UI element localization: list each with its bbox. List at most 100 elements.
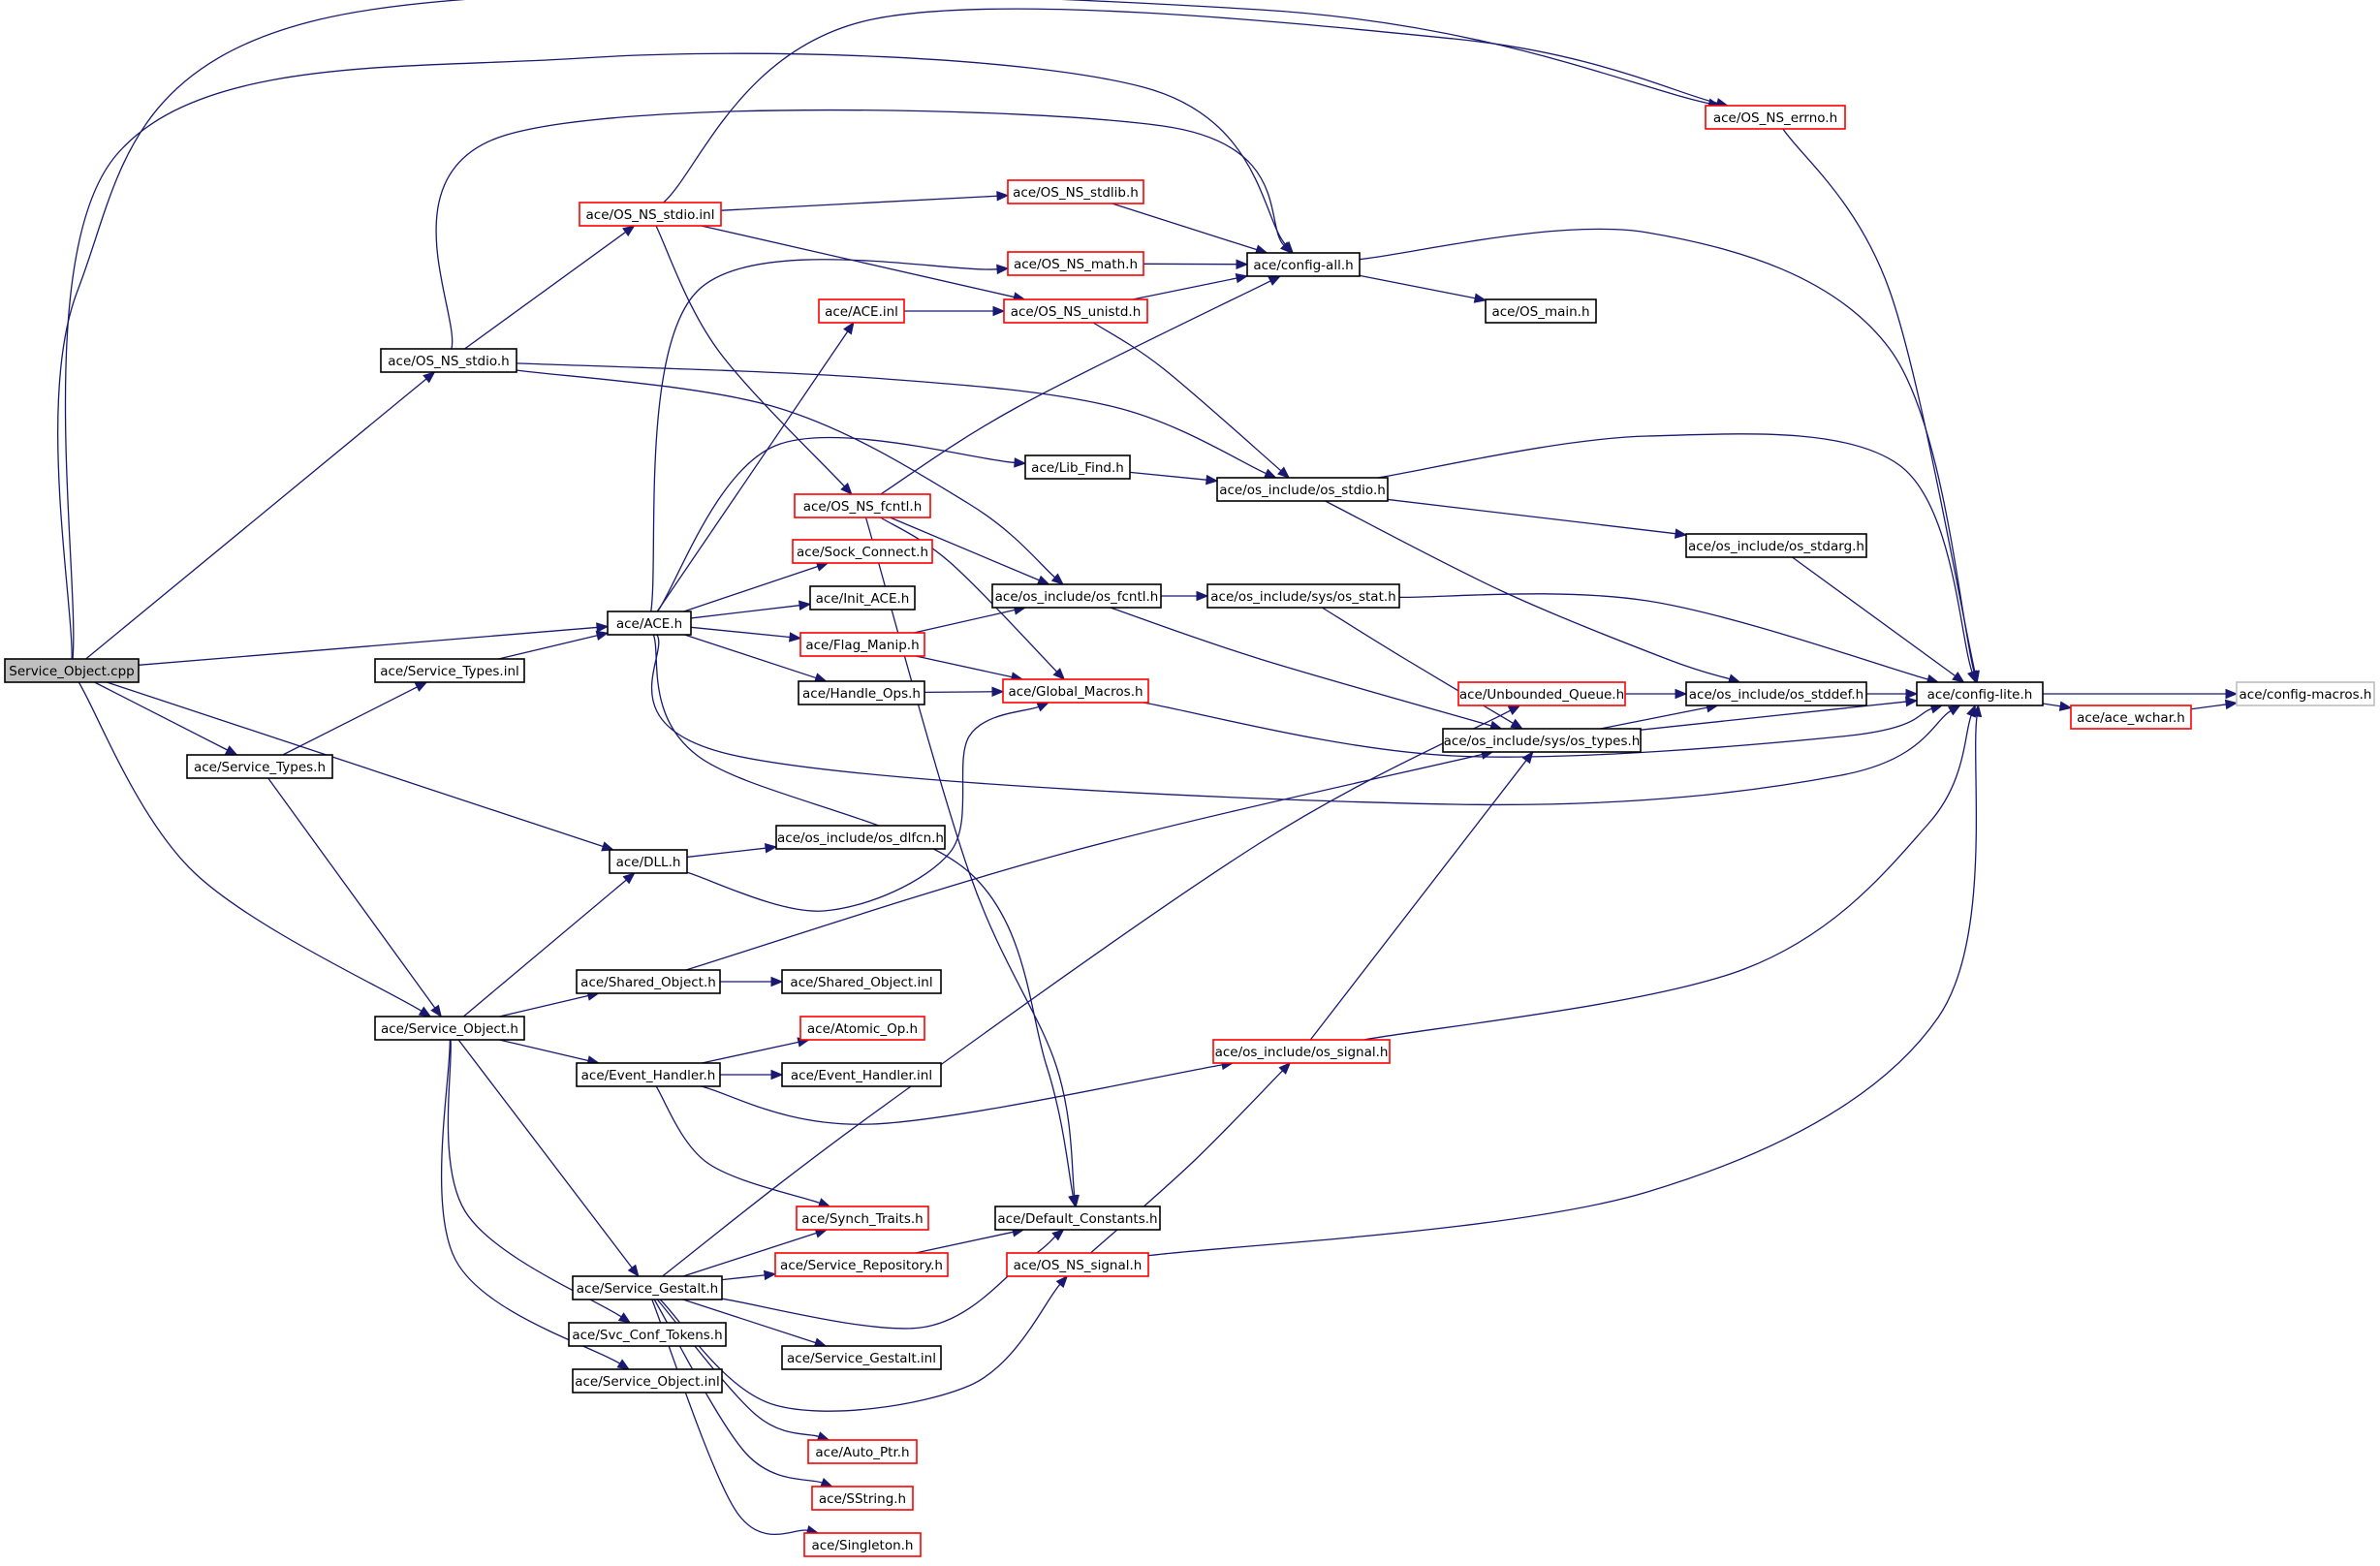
- node-lib-find[interactable]: ace/Lib_Find.h: [1024, 454, 1131, 480]
- node-box: [774, 1252, 949, 1277]
- edge-ace_h-to-handle_ops: [684, 634, 817, 679]
- node-os-stat[interactable]: ace/os_include/sys/os_stat.h: [1206, 583, 1400, 609]
- node-handle-ops[interactable]: ace/Handle_Ops.h: [798, 680, 925, 705]
- node-event-handler-inl[interactable]: ace/Event_Handler.inl: [781, 1062, 942, 1087]
- arrowhead-os_stdio-to-os_stdarg: [1674, 528, 1688, 539]
- arrowhead-unbounded_queue-to-os_stddef: [1675, 688, 1688, 700]
- edge-service_gestalt_h-to-service_repository: [721, 1274, 766, 1281]
- node-label: ace/Service_Object.h: [381, 1021, 518, 1037]
- node-os-main[interactable]: ace/OS_main.h: [1485, 298, 1597, 324]
- node-os-signal[interactable]: ace/os_include/os_signal.h: [1212, 1039, 1391, 1064]
- arrowhead-ace_wchar-to-config_macros: [2224, 699, 2239, 710]
- node-os-fcntl[interactable]: ace/os_include/os_fcntl.h: [991, 583, 1162, 609]
- node-ns-fcntl[interactable]: ace/OS_NS_fcntl.h: [794, 493, 931, 518]
- node-box: [607, 611, 692, 636]
- node-ace-wchar[interactable]: ace/ace_wchar.h: [2070, 705, 2192, 730]
- node-box: [792, 539, 933, 564]
- node-label: ace/os_include/sys/os_stat.h: [1210, 589, 1395, 605]
- node-init-ace[interactable]: ace/Init_ACE.h: [809, 585, 916, 611]
- node-global-macros[interactable]: ace/Global_Macros.h: [1002, 678, 1149, 704]
- arrowhead-ace_h-to-ns_math: [996, 264, 1010, 275]
- node-ace-inl[interactable]: ace/ACE.inl: [818, 298, 905, 324]
- node-os-dlfcn[interactable]: ace/os_include/os_dlfcn.h: [775, 825, 946, 850]
- arrowhead-config_lite-to-ace_wchar: [2058, 701, 2073, 711]
- edge-ns_stdlib-to-config_all: [1112, 203, 1258, 251]
- edge-service_object_h-to-shared_object_h: [499, 994, 589, 1018]
- edge-config_all-to-os_main: [1359, 274, 1476, 299]
- edge-root-to-ns_errno: [57, 0, 1709, 660]
- node-sstring[interactable]: ace/SString.h: [811, 1486, 914, 1511]
- node-box: [818, 298, 905, 324]
- node-unbounded-queue[interactable]: ace/Unbounded_Queue.h: [1457, 681, 1626, 706]
- node-ns-stdio-h[interactable]: ace/OS_NS_stdio.h: [380, 348, 517, 373]
- node-os-stddef[interactable]: ace/os_include/os_stddef.h: [1685, 681, 1867, 706]
- edge-ns_stdio_inl-to-ns_stdlib: [720, 195, 998, 211]
- node-box: [1457, 681, 1626, 706]
- node-service-repository[interactable]: ace/Service_Repository.h: [774, 1252, 949, 1277]
- node-atomic-op[interactable]: ace/Atomic_Op.h: [799, 1016, 925, 1041]
- node-box: [1206, 583, 1400, 609]
- edge-ace_h-to-sock_connect: [683, 565, 819, 612]
- node-label: ace/OS_NS_unistd.h: [1011, 304, 1142, 320]
- node-box: [374, 658, 525, 683]
- node-box: [798, 680, 925, 705]
- node-config-macros[interactable]: ace/config-macros.h: [2236, 681, 2375, 706]
- node-label: ace/Flag_Manip.h: [805, 638, 919, 653]
- node-os-stdarg[interactable]: ace/os_include/os_stdarg.h: [1685, 533, 1867, 558]
- edge-ns_stdio_h-to-config_all: [435, 109, 1285, 350]
- node-shared-object-h[interactable]: ace/Shared_Object.h: [576, 969, 721, 994]
- node-shared-object-inl[interactable]: ace/Shared_Object.inl: [781, 969, 942, 994]
- node-ns-errno[interactable]: ace/OS_NS_errno.h: [1705, 105, 1846, 130]
- node-config-all[interactable]: ace/config-all.h: [1246, 252, 1361, 277]
- arrowhead-service_types_h-to-service_types_inl: [414, 681, 428, 692]
- node-sock-connect[interactable]: ace/Sock_Connect.h: [792, 539, 933, 564]
- edge-os_stat-to-os_types: [1322, 607, 1514, 724]
- arrowhead-service_types_h-to-service_object_h: [430, 1004, 443, 1018]
- node-ns-signal[interactable]: ace/OS_NS_signal.h: [1006, 1252, 1149, 1277]
- node-ns-unistd[interactable]: ace/OS_NS_unistd.h: [1003, 298, 1148, 324]
- node-label: ace/OS_NS_errno.h: [1713, 110, 1837, 126]
- node-label: ace/config-all.h: [1253, 258, 1353, 273]
- arrowhead-ns_stdio_inl-to-ns_fcntl: [840, 482, 853, 495]
- node-ns-stdlib[interactable]: ace/OS_NS_stdlib.h: [1007, 179, 1144, 204]
- node-os-stdio[interactable]: ace/os_include/os_stdio.h: [1216, 477, 1389, 502]
- arrowhead-ns_stdio_h-to-config_all: [1279, 241, 1293, 254]
- node-service-types-h[interactable]: ace/Service_Types.h: [186, 754, 333, 779]
- node-box: [2070, 705, 2192, 730]
- node-ns-stdio-inl[interactable]: ace/OS_NS_stdio.inl: [579, 202, 722, 227]
- node-box: [775, 825, 946, 850]
- node-auto-ptr[interactable]: ace/Auto_Ptr.h: [807, 1439, 918, 1464]
- node-label: ace/Svc_Conf_Tokens.h: [572, 1328, 722, 1343]
- node-dll-h[interactable]: ace/DLL.h: [609, 849, 688, 874]
- node-label: ace/os_include/os_stdarg.h: [1688, 539, 1864, 554]
- node-label: ace/Synch_Traits.h: [801, 1211, 923, 1227]
- arrowhead-ns_fcntl-to-os_fcntl: [1036, 575, 1050, 585]
- node-default-constants[interactable]: ace/Default_Constants.h: [994, 1206, 1161, 1231]
- arrowhead-config_lite-to-config_macros: [2225, 688, 2239, 700]
- node-service-object-inl[interactable]: ace/Service_Object.inl: [572, 1368, 723, 1394]
- edge-os_fcntl-to-os_types: [1110, 607, 1492, 727]
- node-ace-h[interactable]: ace/ACE.h: [607, 611, 692, 636]
- edge-handle_ops-to-global_macros: [924, 691, 993, 694]
- arrowhead-ns_stdio_h-to-ns_stdio_inl: [622, 225, 636, 237]
- edge-ns_unistd-to-os_stdio: [1092, 322, 1282, 472]
- node-flag-manip[interactable]: ace/Flag_Manip.h: [799, 632, 925, 657]
- node-service-gestalt-inl[interactable]: ace/Service_Gestalt.inl: [781, 1345, 942, 1370]
- node-synch-traits[interactable]: ace/Synch_Traits.h: [796, 1206, 929, 1231]
- node-service-gestalt-h[interactable]: ace/Service_Gestalt.h: [572, 1275, 723, 1300]
- edge-global_macros-to-config_lite: [1143, 702, 1932, 758]
- node-root[interactable]: Service_Object.cpp: [4, 658, 140, 683]
- node-box: [1006, 1252, 1149, 1277]
- node-svc-conf-tokens[interactable]: ace/Svc_Conf_Tokens.h: [568, 1322, 727, 1347]
- node-config-lite[interactable]: ace/config-lite.h: [1916, 681, 2044, 706]
- node-os-types[interactable]: ace/os_include/sys/os_types.h: [1442, 728, 1642, 753]
- node-service-types-inl[interactable]: ace/Service_Types.inl: [374, 658, 525, 683]
- node-singleton[interactable]: ace/Singleton.h: [803, 1532, 922, 1557]
- node-service-object-h[interactable]: ace/Service_Object.h: [374, 1016, 525, 1041]
- node-label: ace/Init_ACE.h: [816, 591, 910, 607]
- arrowhead-service_types_inl-to-ace_h: [595, 630, 610, 641]
- node-label: ace/Event_Handler.inl: [791, 1068, 932, 1083]
- node-ns-math[interactable]: ace/OS_NS_math.h: [1007, 251, 1144, 276]
- node-event-handler-h[interactable]: ace/Event_Handler.h: [576, 1062, 721, 1087]
- edge-os_types-to-config_lite: [1640, 701, 1907, 731]
